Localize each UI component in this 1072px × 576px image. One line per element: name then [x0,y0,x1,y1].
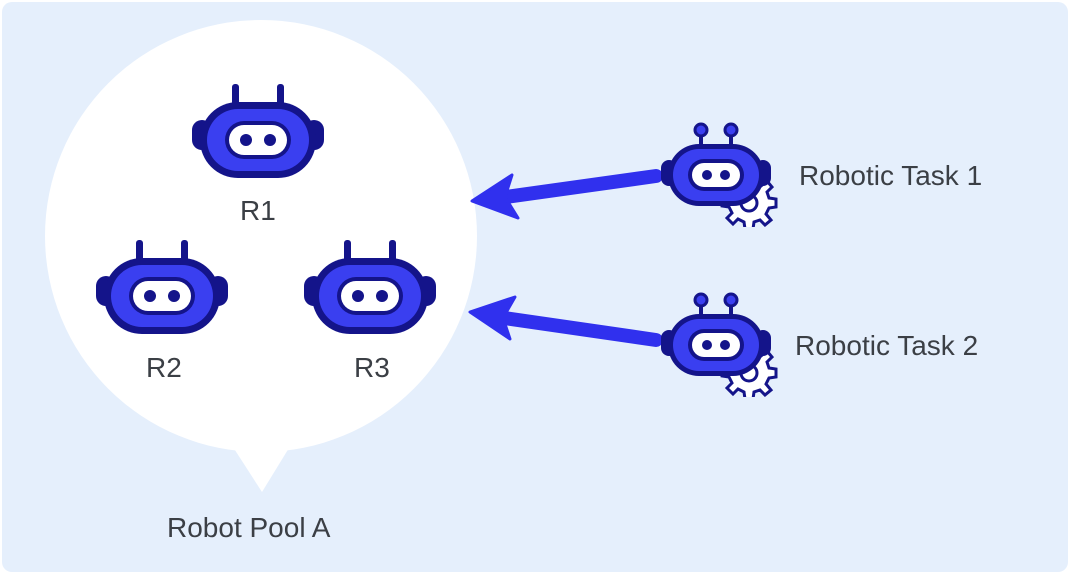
robot-r2-label: R2 [146,352,182,383]
arrow-task-2 [468,295,663,347]
arrow-task-1 [470,169,663,220]
task-2-robot-gear-icon [659,292,778,397]
robot-r3-label: R3 [354,352,390,383]
task-1-label: Robotic Task 1 [799,160,983,191]
task-2-label: Robotic Task 2 [795,330,979,361]
robot-r1-label: R1 [240,195,276,226]
robot-pool-label: Robot Pool A [167,512,331,543]
task-1-robot-gear-icon [659,122,778,227]
robot-pool-bubble [45,20,477,492]
